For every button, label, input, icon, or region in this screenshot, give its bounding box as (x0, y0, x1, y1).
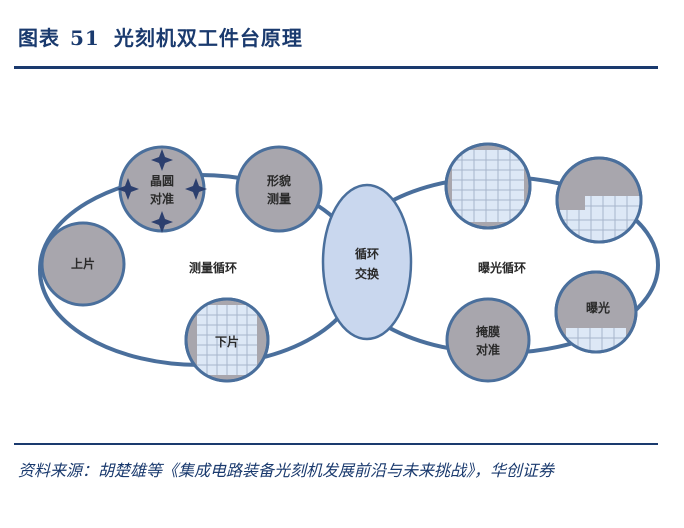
wafer-align-label-line2: 对准 (150, 191, 174, 206)
exposure-label: 曝光 (586, 300, 610, 315)
exchange-node (321, 183, 413, 341)
exposure-wafer-partial (555, 156, 643, 244)
unload-node: 下片 (184, 297, 270, 383)
wafer-grid-icon (452, 150, 524, 222)
topography-label-line2: 测量 (267, 191, 291, 206)
wafer-grid-icon (566, 328, 626, 352)
mask-align-label-line1: 掩膜 (476, 324, 500, 339)
load-label: 上片 (71, 256, 95, 271)
exchange-label-line1: 循环 (355, 246, 379, 261)
wafer-grid-icon (197, 305, 257, 375)
unload-label: 下片 (215, 334, 239, 349)
alignment-star-icon (117, 149, 207, 233)
figure-title: 图表 51 光刻机双工件台原理 (18, 22, 303, 51)
exchange-label-line2: 交换 (355, 266, 380, 281)
exposure-wafer-full (444, 142, 532, 230)
exposure-loop-label: 曝光循环 (478, 260, 526, 275)
mask-align-label-line2: 对准 (476, 342, 500, 357)
topography-label-line1: 形貌 (267, 173, 291, 188)
load-node: 上片 (40, 221, 126, 307)
source-rule (14, 443, 658, 445)
measurement-loop-label: 测量循环 (189, 260, 237, 275)
figure-number: 51 (70, 26, 100, 50)
exposure-node: 曝光 (554, 270, 638, 354)
wafer-align-node: 晶圆 对准 (117, 145, 207, 233)
wafer-align-label-line1: 晶圆 (150, 173, 174, 188)
figure-title-text: 光刻机双工件台原理 (113, 26, 303, 50)
source-note: 资料来源：胡楚雄等《集成电路装备光刻机发展前沿与未来挑战》，华创证券 (18, 461, 555, 480)
title-rule (14, 66, 658, 69)
figure-label: 图表 (18, 26, 60, 50)
topography-node: 形貌 测量 (235, 145, 323, 233)
mask-align-node: 掩膜 对准 (445, 297, 531, 383)
